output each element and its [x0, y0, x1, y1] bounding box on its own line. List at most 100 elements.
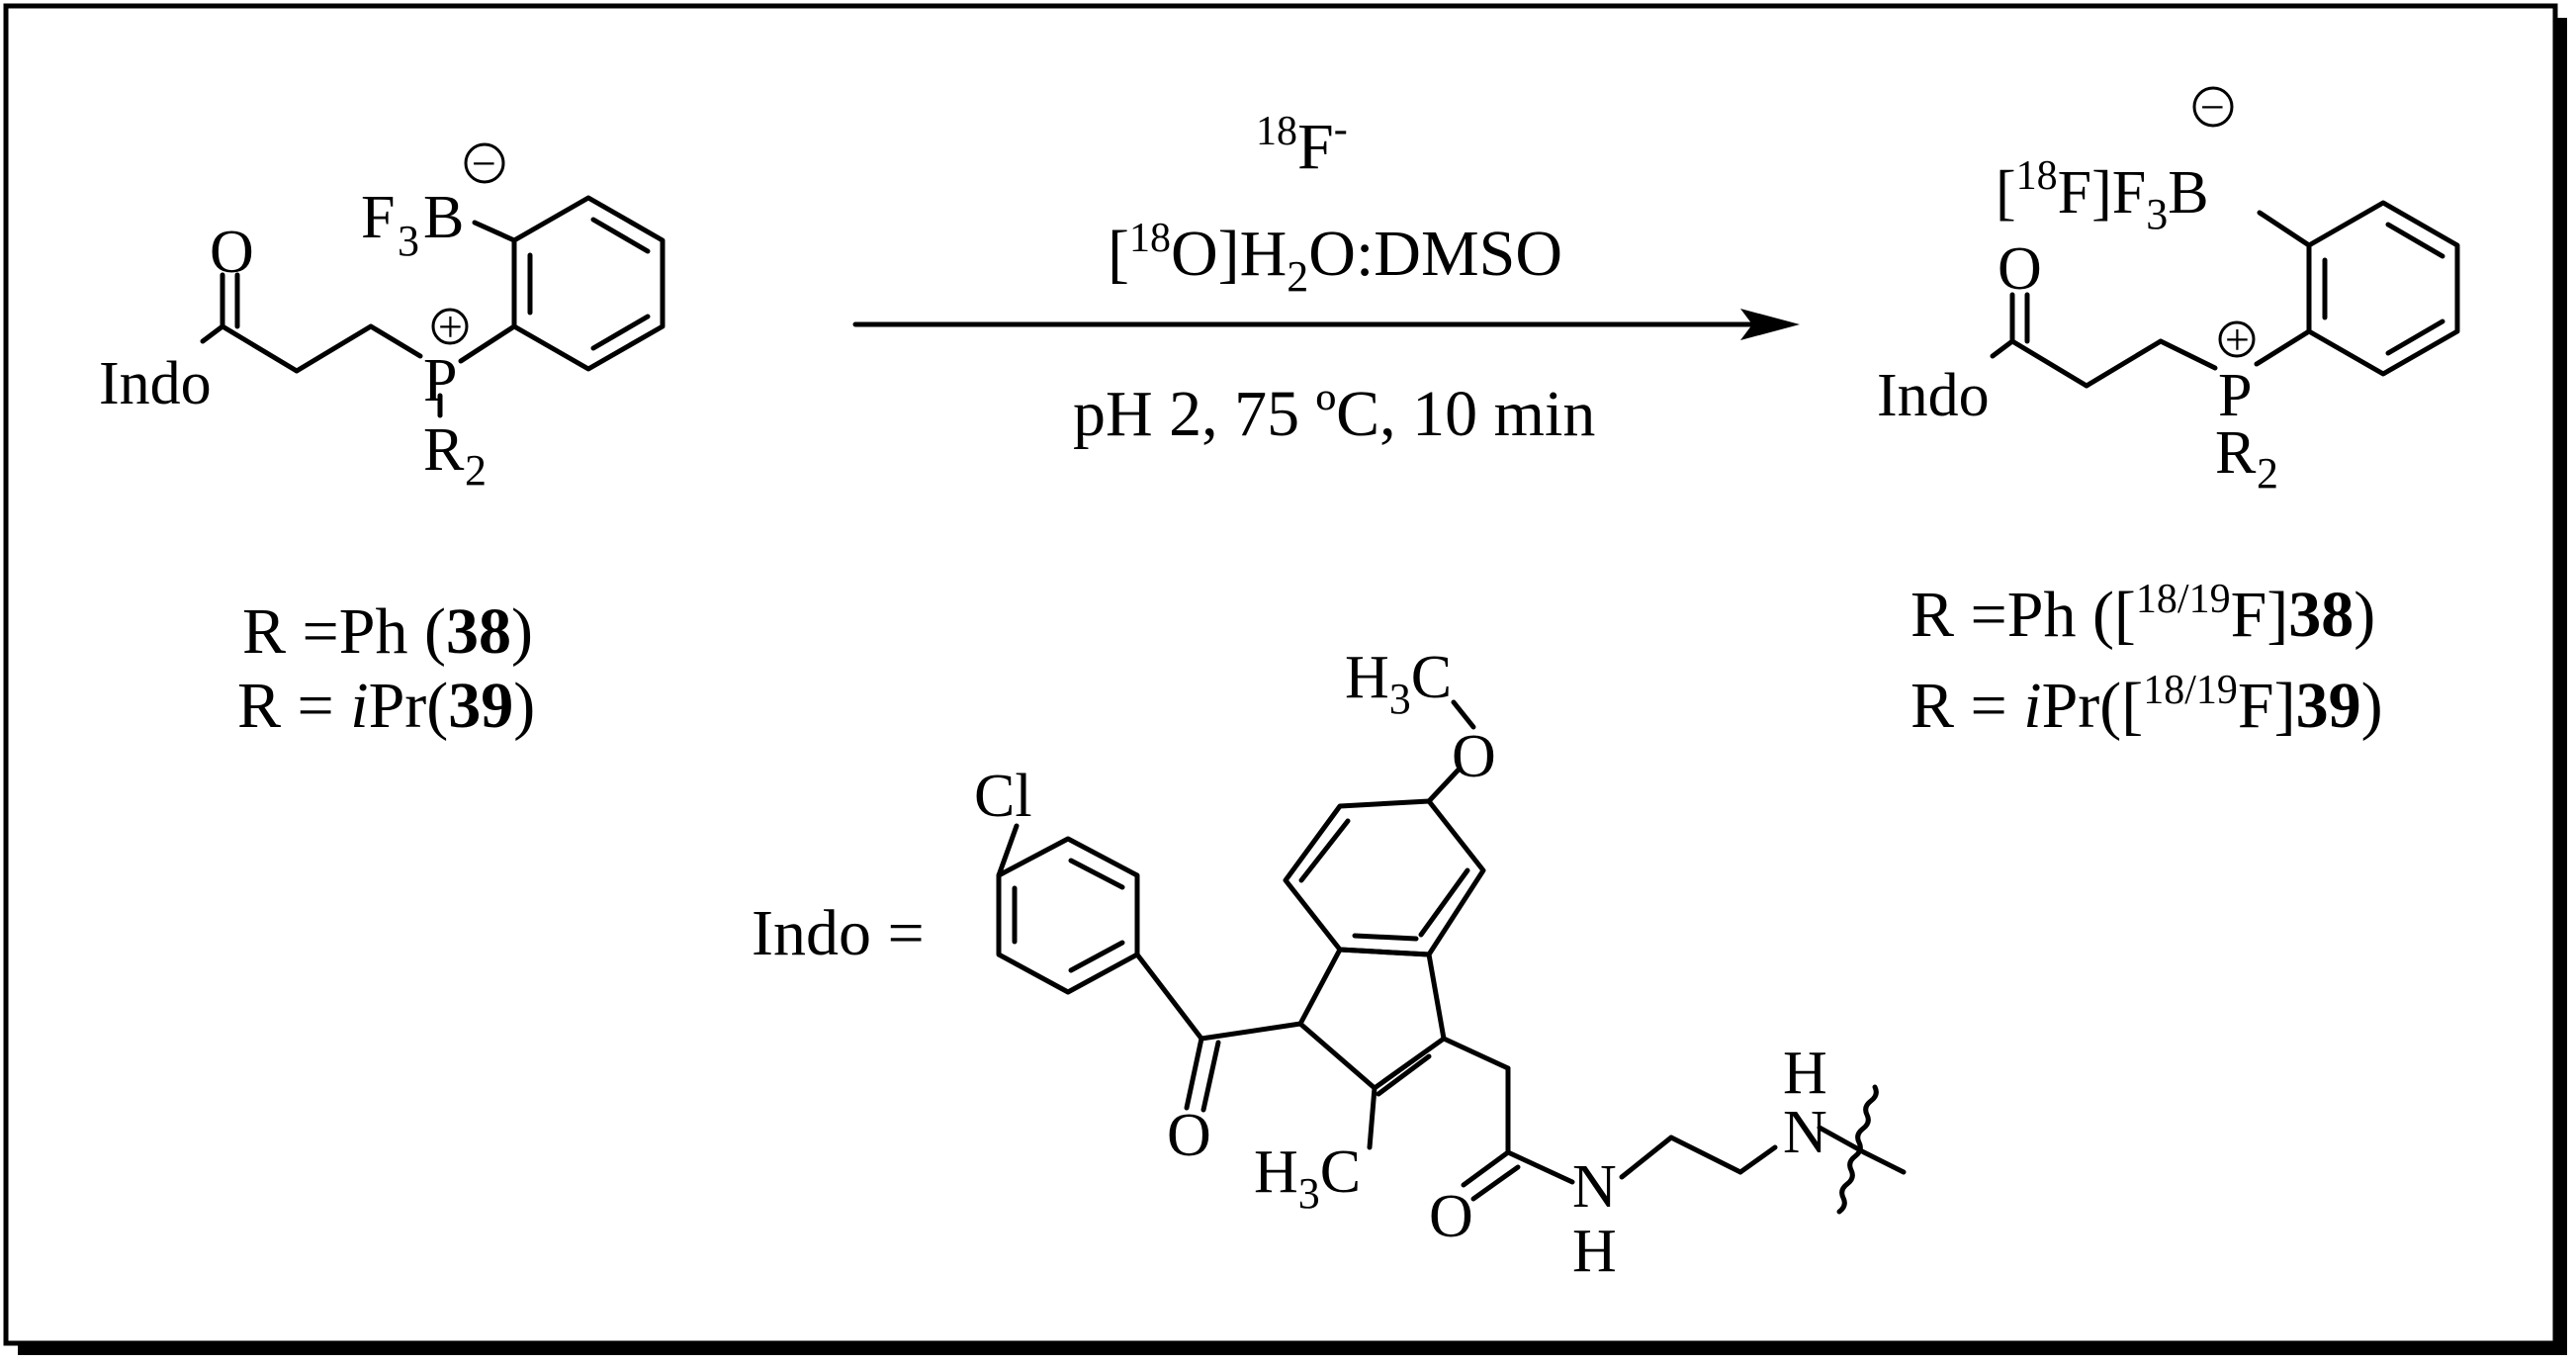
indene-double: [1376, 1053, 1432, 1097]
ethyl-bond-1: [1619, 1135, 1674, 1180]
reactant-ring-double-1: [590, 217, 651, 254]
product-bf3: [18F]F3B: [1996, 153, 2209, 238]
ethyl-bond-2: [1668, 1135, 1743, 1175]
product-p-ring-bond: [2254, 328, 2312, 367]
product-phosphorus: P: [2218, 362, 2252, 429]
amine-nitrogen: N: [1783, 1099, 1827, 1166]
product-indo-bond: [1990, 338, 2015, 359]
reactant-plus-circle: [431, 308, 469, 345]
solvent-label: [18O]H2O:DMSO: [1108, 216, 1562, 301]
product-caption-1-f: F]: [2231, 579, 2289, 651]
methoxy-o-bond: [1426, 767, 1462, 804]
ketone-c-o-1: [1184, 1036, 1204, 1111]
frame: [3, 3, 2558, 1346]
reactant-chain-bond-3: [368, 323, 423, 359]
ketone-c-o-2: [1200, 1040, 1221, 1113]
product-plus-sign: +: [2225, 316, 2250, 364]
ketone-oxygen: O: [1167, 1102, 1211, 1169]
indo-structure: [996, 699, 1907, 1215]
reactant-indo-label: Indo: [99, 350, 212, 417]
indene-benzene-double-2: [1418, 867, 1470, 938]
reactant-chain-bond-2: [294, 323, 374, 374]
amine-hydrogen: H: [1783, 1040, 1827, 1107]
indene-benzene-double-3: [1352, 933, 1419, 942]
product-bf3-b: B: [2168, 159, 2208, 227]
product-ring-double-1: [2385, 222, 2445, 259]
reactant-caption-1: R =Ph (38): [242, 595, 533, 668]
amide-cn-bond: [1505, 1149, 1575, 1185]
methoxy-c-bond: [1451, 699, 1476, 730]
reactant-caption-2-prefix: R =: [237, 670, 350, 742]
chloro-label: Cl: [974, 763, 1032, 830]
reagent-sup: 18: [1256, 109, 1297, 154]
product-r2-sub: 2: [2257, 449, 2278, 498]
reactant-plus-sign: +: [438, 303, 463, 351]
reactant-minus-circle: [464, 142, 505, 184]
ketone-indene-bond: [1199, 1021, 1303, 1042]
reactant-ring-double-2: [590, 314, 651, 351]
solvent-sup: 18: [1129, 216, 1171, 261]
product-b-ring-bond: [2257, 210, 2312, 248]
reagent-main: F: [1297, 111, 1334, 183]
methoxy-h: H: [1345, 644, 1389, 711]
product-plus-circle: [2218, 320, 2256, 358]
reactant-b-ring-bond: [472, 220, 517, 243]
product-caption-1-suffix: ): [2354, 579, 2375, 651]
chlorophenyl-double-1: [1068, 858, 1125, 890]
indo-definition-label: Indo =: [752, 897, 925, 969]
reactant-caption-2: R = iPr(39): [237, 670, 535, 742]
solvent-open: [: [1108, 218, 1129, 290]
product-chain-bond-2: [2084, 338, 2164, 389]
product-caption-1: R =Ph ([18/19F]38): [1910, 577, 2375, 651]
product-caption-2: R = iPr([18/19F]39): [1910, 668, 2383, 742]
methoxy-oxygen: O: [1452, 723, 1496, 790]
product-r2-r: R: [2215, 419, 2257, 487]
product-caption-2-mid: Pr([: [2042, 670, 2144, 742]
product-bf3-open: [: [1996, 159, 2016, 227]
product-indo-label: Indo: [1877, 362, 1990, 429]
product-bf3-sup: 18: [2016, 153, 2058, 199]
reactant-minus-sign: −: [472, 139, 496, 188]
methyl-h: H: [1254, 1138, 1298, 1206]
methoxy-label: H3C: [1345, 644, 1452, 723]
side-chain-bond-1: [1441, 1036, 1511, 1071]
chloro-bond: [996, 823, 1020, 878]
product-oxygen: O: [1998, 235, 2042, 303]
product-caption-2-prefix: R =: [1910, 670, 2023, 742]
product-bf3-f: F]F: [2058, 159, 2147, 227]
reactant-caption-2-italic: i: [350, 670, 368, 742]
reactant-bf3-sub: 3: [398, 217, 419, 265]
reactant-compound-38: 38: [446, 595, 511, 668]
amine-attach-bond: [1817, 1125, 1867, 1155]
reactant-caption-2-mid: Pr(: [369, 670, 449, 742]
reactant-caption-1-prefix: R =Ph (: [242, 595, 446, 668]
reactant-r2-r: R: [423, 416, 465, 484]
product-bf3-sub: 3: [2146, 190, 2168, 238]
product-caption-2-f: F]: [2238, 670, 2296, 742]
amide-oxygen: O: [1429, 1183, 1473, 1250]
solvent-o: O]H: [1171, 218, 1287, 290]
product-caption-1-prefix: R =Ph ([: [1910, 579, 2136, 651]
product-chain-bond-3: [2158, 338, 2218, 371]
product-caption-1-sup: 18/19: [2136, 577, 2231, 622]
reactant-p-ring-bond: [458, 323, 517, 364]
conditions-below: pH 2, 75 ºC, 10 min: [1073, 378, 1595, 450]
product-minus-sign: −: [2200, 83, 2225, 132]
reactant-phosphorus: P: [423, 347, 457, 414]
methyl-label: H3C: [1254, 1138, 1361, 1218]
product-minus-circle: [2192, 86, 2234, 128]
indene-methyl-bond: [1367, 1085, 1377, 1150]
reaction-arrow-head: [1740, 309, 1800, 340]
amide-co-1: [1461, 1149, 1511, 1188]
reactant-r2-sub: 2: [465, 446, 487, 495]
solvent-sub: 2: [1287, 252, 1308, 301]
ketone-ring-bond: [1134, 952, 1204, 1042]
reactant-indo-bond: [200, 323, 225, 344]
reactant-oxygen: O: [210, 219, 254, 286]
indene-benzene-double-1: [1298, 818, 1351, 883]
chlorophenyl-double-2: [1068, 940, 1125, 973]
methoxy-c: C: [1411, 644, 1452, 711]
reactant-bf3-f: F: [361, 184, 395, 251]
amide-nitrogen: N: [1572, 1153, 1617, 1221]
